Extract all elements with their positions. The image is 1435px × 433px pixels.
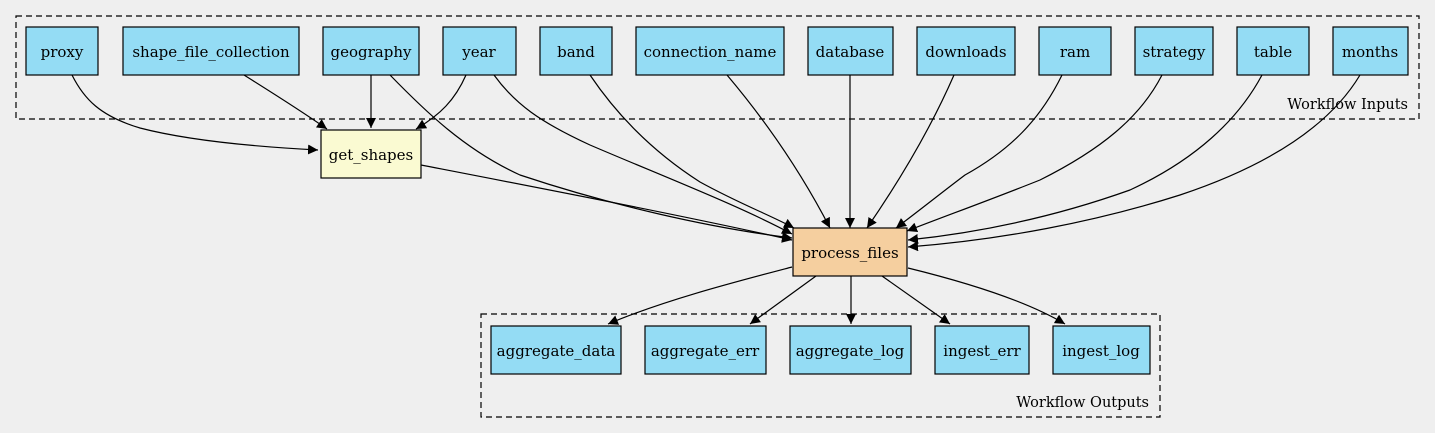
input-node-geography-box bbox=[322, 26, 420, 76]
output-node-ingest-log[interactable]: ingest_log bbox=[1052, 325, 1151, 375]
input-node-ram-box bbox=[1038, 26, 1112, 76]
output-node-ingest-err-label: ingest_err bbox=[943, 342, 1021, 360]
cluster-inputs-border bbox=[15, 15, 1420, 120]
edge-process-files-aggregate-data bbox=[607, 266, 793, 325]
input-node-shape-file-collection-label: shape_file_collection bbox=[132, 43, 290, 61]
step-node-process-files[interactable]: process_files bbox=[792, 227, 908, 277]
edges bbox=[71, 74, 1361, 325]
edge-geography-process-files bbox=[389, 74, 793, 242]
output-node-ingest-log-label: ingest_log bbox=[1062, 342, 1140, 360]
edge-strategy-process-files bbox=[906, 74, 1163, 232]
input-node-months-label: months bbox=[1342, 43, 1398, 61]
edge-proxy-get-shapes bbox=[71, 74, 319, 155]
input-node-proxy[interactable]: proxy bbox=[25, 26, 99, 76]
edge-band-process-files bbox=[589, 74, 795, 229]
input-node-strategy[interactable]: strategy bbox=[1134, 26, 1214, 76]
input-node-geography[interactable]: geography bbox=[322, 26, 420, 76]
input-node-year[interactable]: year bbox=[442, 26, 517, 76]
edge-year-get-shapes bbox=[415, 74, 467, 130]
edge-table-process-files bbox=[907, 74, 1263, 244]
input-node-year-label: year bbox=[461, 43, 496, 61]
input-node-band-box bbox=[539, 26, 613, 76]
output-node-aggregate-err-box bbox=[644, 325, 767, 375]
input-node-ram-label: ram bbox=[1060, 43, 1090, 61]
input-node-connection-name[interactable]: connection_name bbox=[635, 26, 785, 76]
output-node-aggregate-data-label: aggregate_data bbox=[497, 342, 616, 360]
input-node-table[interactable]: table bbox=[1236, 26, 1310, 76]
cluster-outputs-border bbox=[480, 313, 1161, 418]
input-node-band-label: band bbox=[557, 43, 595, 61]
output-node-aggregate-err[interactable]: aggregate_err bbox=[644, 325, 767, 375]
step-node-get-shapes-label: get_shapes bbox=[329, 146, 414, 164]
cluster-inputs-label: Workflow Inputs bbox=[1287, 97, 1408, 113]
output-node-aggregate-log-box bbox=[789, 325, 912, 375]
input-node-database[interactable]: database bbox=[807, 26, 894, 76]
input-node-geography-label: geography bbox=[331, 43, 412, 61]
edge-connection-name-process-files bbox=[726, 74, 831, 229]
step-node-get-shapes-box bbox=[320, 129, 422, 179]
edge-process-files-ingest-log bbox=[907, 267, 1066, 325]
edge-year-process-files bbox=[493, 74, 793, 235]
output-node-ingest-log-box bbox=[1052, 325, 1151, 375]
output-node-aggregate-log-label: aggregate_log bbox=[796, 342, 905, 360]
input-node-proxy-label: proxy bbox=[41, 43, 84, 61]
edge-get-shapes-process-files bbox=[420, 164, 793, 243]
input-node-table-box bbox=[1236, 26, 1310, 76]
output-node-ingest-err-box bbox=[934, 325, 1030, 375]
cluster-outputs-label: Workflow Outputs bbox=[1016, 395, 1149, 411]
output-node-ingest-err[interactable]: ingest_err bbox=[934, 325, 1030, 375]
edge-process-files-aggregate-err bbox=[749, 275, 817, 325]
input-node-downloads-label: downloads bbox=[925, 43, 1006, 61]
input-node-ram[interactable]: ram bbox=[1038, 26, 1112, 76]
step-node-process-files-label: process_files bbox=[801, 244, 898, 262]
output-node-aggregate-err-label: aggregate_err bbox=[651, 342, 760, 360]
cluster-workflow-outputs: Workflow Outputs bbox=[480, 313, 1161, 418]
output-node-aggregate-data-box bbox=[490, 325, 622, 375]
cluster-workflow-inputs: Workflow Inputs bbox=[15, 15, 1420, 120]
step-node-get-shapes[interactable]: get_shapes bbox=[320, 129, 422, 179]
edge-downloads-process-files bbox=[866, 74, 955, 229]
input-node-band[interactable]: band bbox=[539, 26, 613, 76]
edge-shape-file-collection-get-shapes bbox=[243, 74, 328, 130]
input-node-shape-file-collection[interactable]: shape_file_collection bbox=[122, 26, 300, 76]
input-node-strategy-label: strategy bbox=[1143, 43, 1206, 61]
input-node-connection-name-box bbox=[635, 26, 785, 76]
input-node-shape-file-collection-box bbox=[122, 26, 300, 76]
step-node-process-files-box bbox=[792, 227, 908, 277]
output-node-aggregate-log[interactable]: aggregate_log bbox=[789, 325, 912, 375]
output-node-aggregate-data[interactable]: aggregate_data bbox=[490, 325, 622, 375]
edge-ram-process-files bbox=[895, 74, 1063, 229]
input-node-downloads[interactable]: downloads bbox=[916, 26, 1016, 76]
input-node-table-label: table bbox=[1254, 43, 1292, 61]
input-node-months[interactable]: months bbox=[1332, 26, 1409, 76]
input-node-database-label: database bbox=[816, 43, 885, 61]
edge-months-process-files bbox=[907, 74, 1361, 252]
input-node-database-box bbox=[807, 26, 894, 76]
input-node-months-box bbox=[1332, 26, 1409, 76]
input-node-proxy-box bbox=[25, 26, 99, 76]
input-node-year-box bbox=[442, 26, 517, 76]
input-node-downloads-box bbox=[916, 26, 1016, 76]
edge-process-files-ingest-err bbox=[881, 275, 951, 325]
input-node-connection-name-label: connection_name bbox=[644, 43, 777, 61]
input-node-strategy-box bbox=[1134, 26, 1214, 76]
